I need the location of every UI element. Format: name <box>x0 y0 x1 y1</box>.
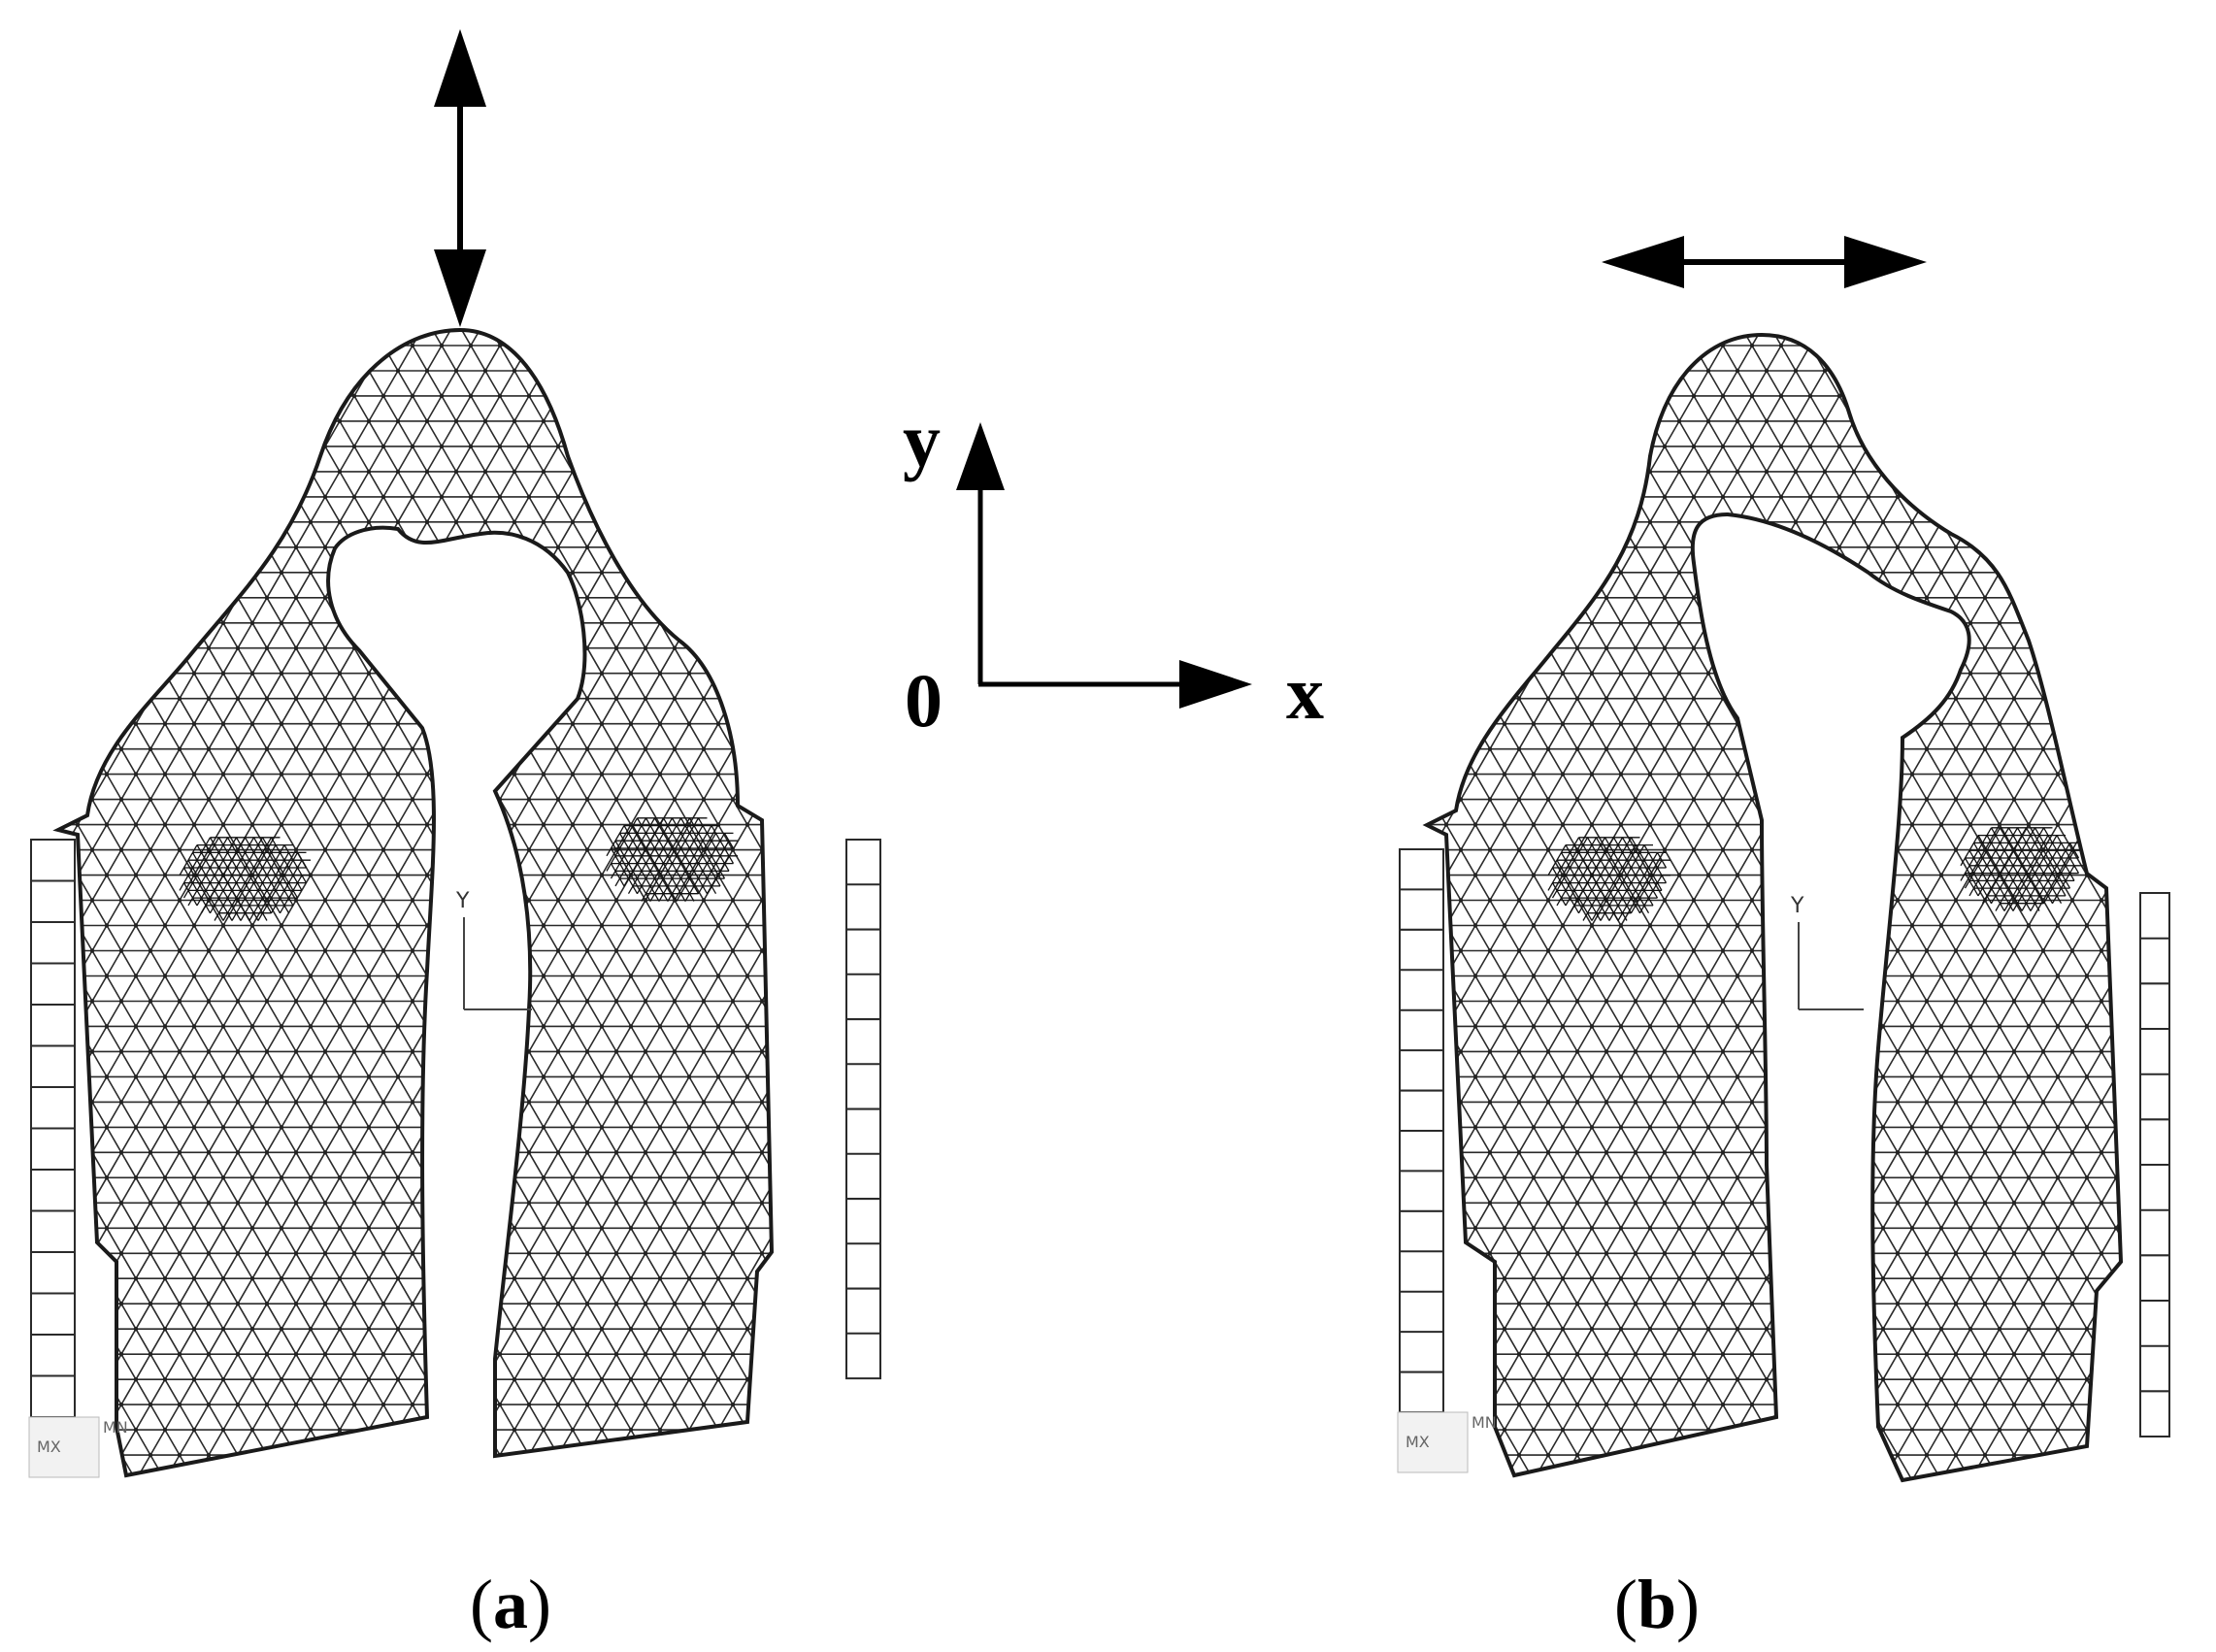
caption-b: (b) <box>1614 1565 1700 1645</box>
panel-b-coordinate-triad-icon: Y <box>1790 894 1864 1010</box>
horizontal-double-arrow-icon <box>1602 236 1927 288</box>
mesh-quad-band <box>845 839 881 1380</box>
mesh-nodes <box>58 330 772 1475</box>
coordinate-axes: y x 0 <box>903 398 1324 743</box>
x-axis-arrowhead-icon <box>1179 660 1252 709</box>
panel-a-triad-label: Y <box>455 889 470 913</box>
caption-a-close: ) <box>527 1566 551 1643</box>
mesh-dense-cluster <box>1547 837 1670 921</box>
mesh-lines <box>58 330 772 1475</box>
mesh-quad-band <box>30 839 76 1418</box>
panel-b-outer-bands <box>1399 848 2170 1437</box>
caption-b-open: ( <box>1614 1566 1637 1643</box>
mesh-quad-band <box>2139 892 2170 1437</box>
panel-a-corner-legend: MX MN <box>28 1416 128 1478</box>
panel-b-corner-text: MX <box>1406 1433 1430 1451</box>
caption-a-letter: a <box>492 1566 528 1643</box>
panel-a-coordinate-triad-icon: Y <box>455 889 532 1010</box>
y-axis-arrowhead-icon <box>956 422 1005 490</box>
panel-a-corner-text-2: MN <box>103 1418 128 1437</box>
panel-a-corner-text: MX <box>37 1437 61 1456</box>
panel-b: Y MX MN <box>1397 236 2170 1483</box>
x-axis-label: x <box>1286 650 1324 735</box>
panel-b-corner-legend: MX MN <box>1397 1411 1497 1473</box>
origin-label: 0 <box>905 658 943 743</box>
panel-b-corner-text-2: MN <box>1472 1413 1497 1432</box>
caption-a: (a) <box>470 1565 551 1645</box>
vertical-double-arrow-icon <box>434 29 486 327</box>
mesh-dense-cluster <box>1960 827 2083 911</box>
y-axis-label: y <box>903 398 941 482</box>
caption-b-close: ) <box>1676 1566 1701 1643</box>
caption-b-letter: b <box>1637 1566 1677 1643</box>
panel-b-triad-label: Y <box>1790 894 1804 918</box>
panel-b-outline <box>1422 332 2124 1483</box>
panel-a-outline <box>52 327 775 1478</box>
mesh-dense-cluster <box>179 837 311 921</box>
panel-a-outer-bands <box>30 839 881 1418</box>
mesh-quad-band <box>1399 848 1444 1413</box>
panel-a: Y MX MN <box>28 29 881 1478</box>
panel-a-mesh <box>58 330 772 1475</box>
mesh-dense-cluster <box>606 817 738 902</box>
caption-a-open: ( <box>470 1566 493 1643</box>
